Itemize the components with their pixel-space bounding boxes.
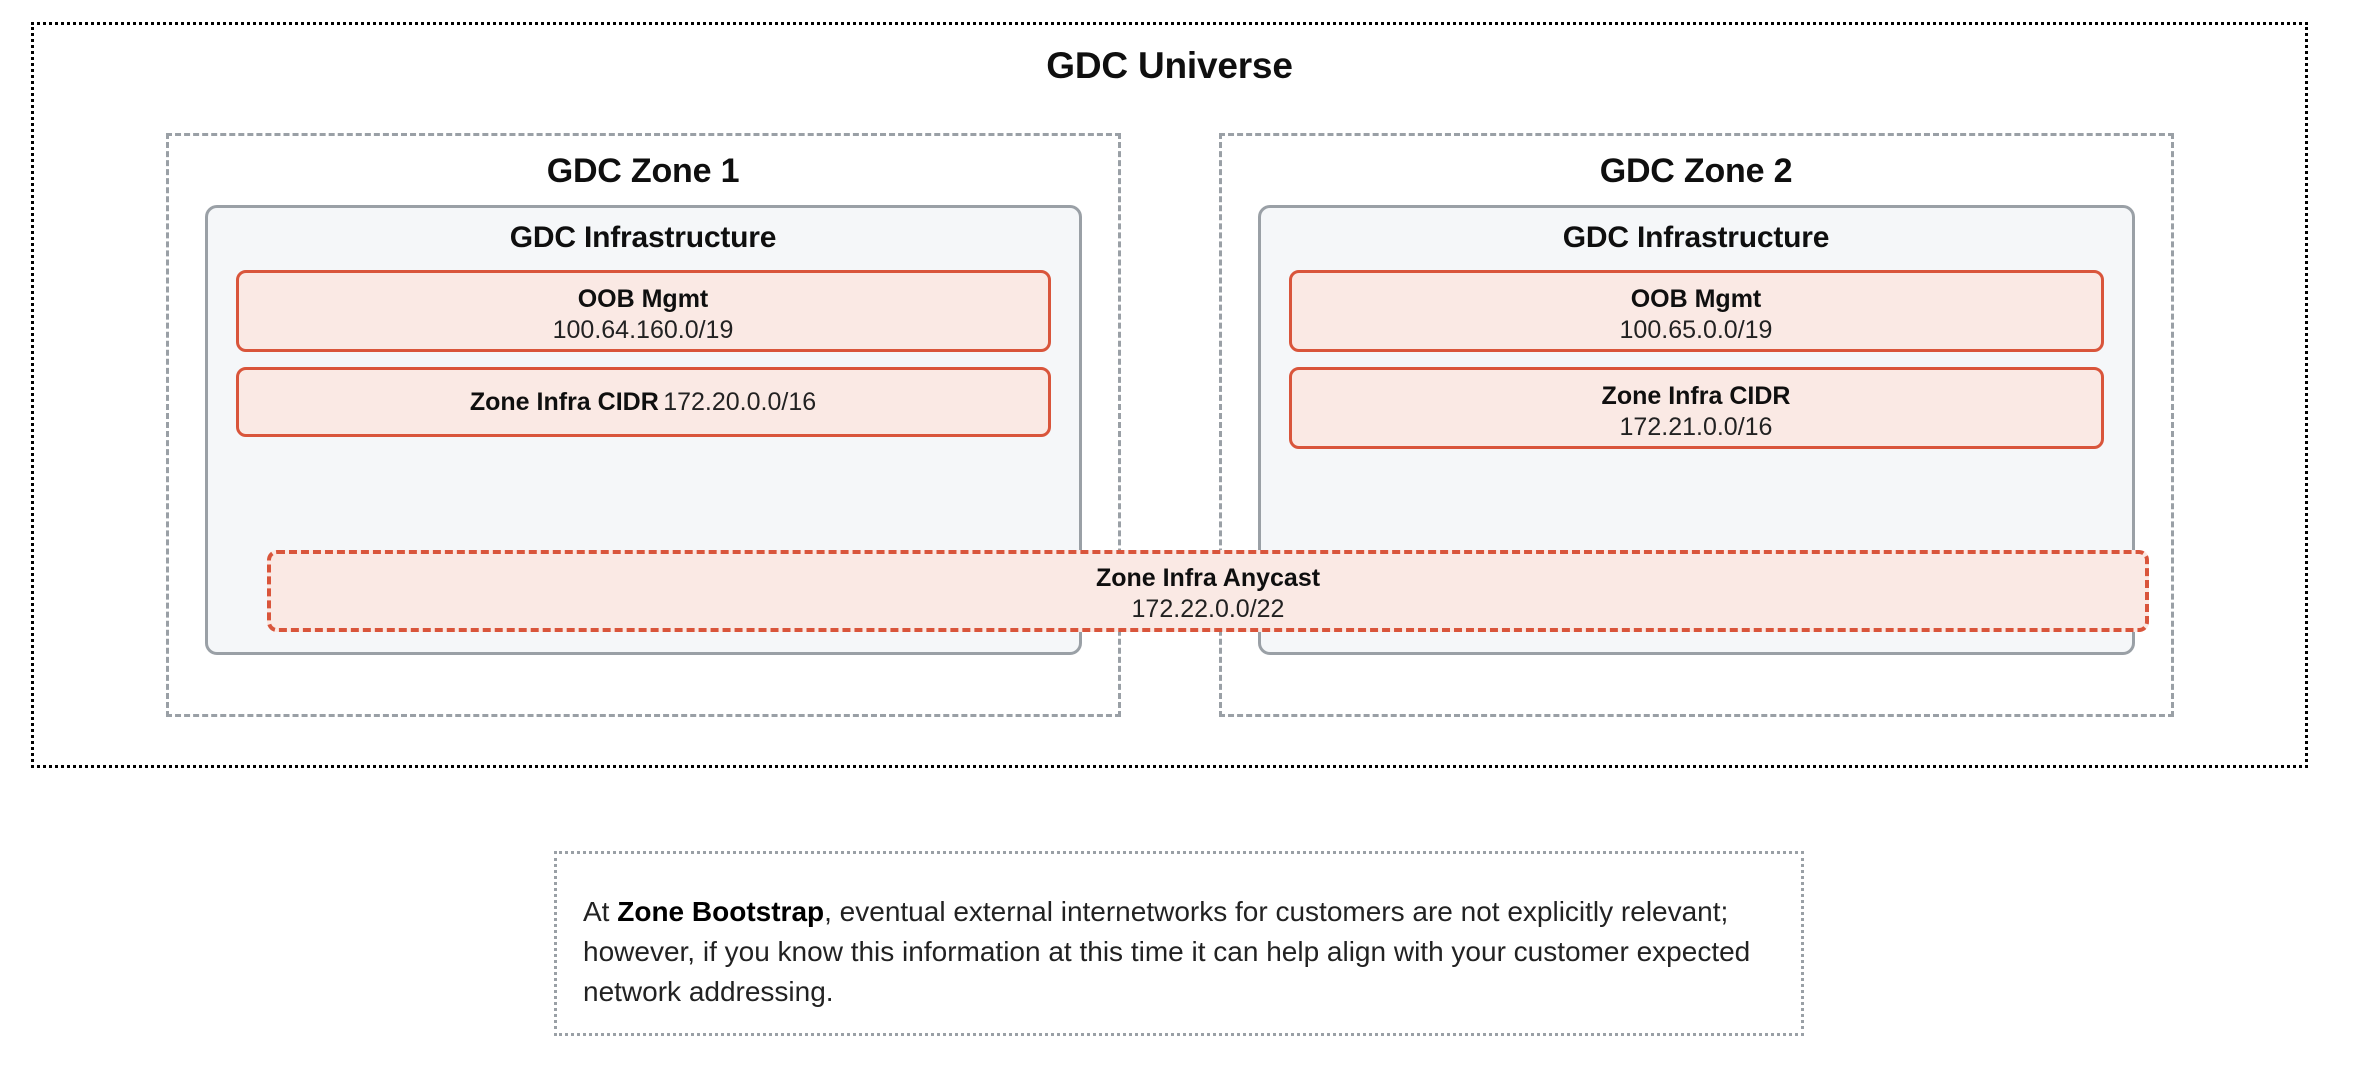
- gdc-universe-container: GDC Universe GDC Zone 1 GDC Infrastructu…: [31, 22, 2308, 768]
- note-callout: At Zone Bootstrap, eventual external int…: [554, 851, 1804, 1036]
- cidr-value: 100.64.160.0/19: [552, 316, 734, 345]
- note-emphasis: Zone Bootstrap: [617, 896, 825, 927]
- note-text: At Zone Bootstrap, eventual external int…: [583, 892, 1775, 1011]
- cidr-value: 172.21.0.0/16: [1619, 413, 1773, 442]
- infrastructure-title-2: GDC Infrastructure: [1562, 221, 1830, 255]
- cidr-value: 100.65.0.0/19: [1619, 316, 1773, 345]
- cidr-block-oob-mgmt-zone2: OOB Mgmt 100.65.0.0/19: [1288, 270, 2104, 353]
- zones-row: GDC Zone 1 GDC Infrastructure OOB Mgmt 1…: [34, 133, 2305, 743]
- cidr-block-zone-infra-cidr-zone1: Zone Infra CIDR 172.20.0.0/16: [235, 367, 1051, 438]
- cidr-value: 172.22.0.0/22: [1131, 595, 1285, 624]
- universe-title: GDC Universe: [1046, 45, 1293, 86]
- cidr-label: Zone Infra Anycast: [1095, 564, 1321, 592]
- infrastructure-title-1: GDC Infrastructure: [509, 221, 777, 255]
- cidr-block-oob-mgmt-zone1: OOB Mgmt 100.64.160.0/19: [235, 270, 1051, 353]
- cidr-label: Zone Infra CIDR: [1601, 382, 1791, 411]
- cidr-label: OOB Mgmt: [1630, 285, 1762, 314]
- cidr-block-zone-infra-cidr-zone2: Zone Infra CIDR 172.21.0.0/16: [1288, 367, 2104, 450]
- zone-title-1: GDC Zone 1: [546, 152, 740, 190]
- cidr-label: Zone Infra CIDR: [469, 388, 659, 417]
- cidr-label: OOB Mgmt: [577, 285, 709, 314]
- note-lead: At: [583, 896, 618, 927]
- cidr-value: 172.20.0.0/16: [663, 388, 817, 417]
- note-rest: , eventual external internetworks for cu…: [583, 896, 1751, 1007]
- cidr-block-zone-infra-anycast: Zone Infra Anycast 172.22.0.0/22: [267, 550, 2149, 632]
- zone-title-2: GDC Zone 2: [1599, 152, 1793, 190]
